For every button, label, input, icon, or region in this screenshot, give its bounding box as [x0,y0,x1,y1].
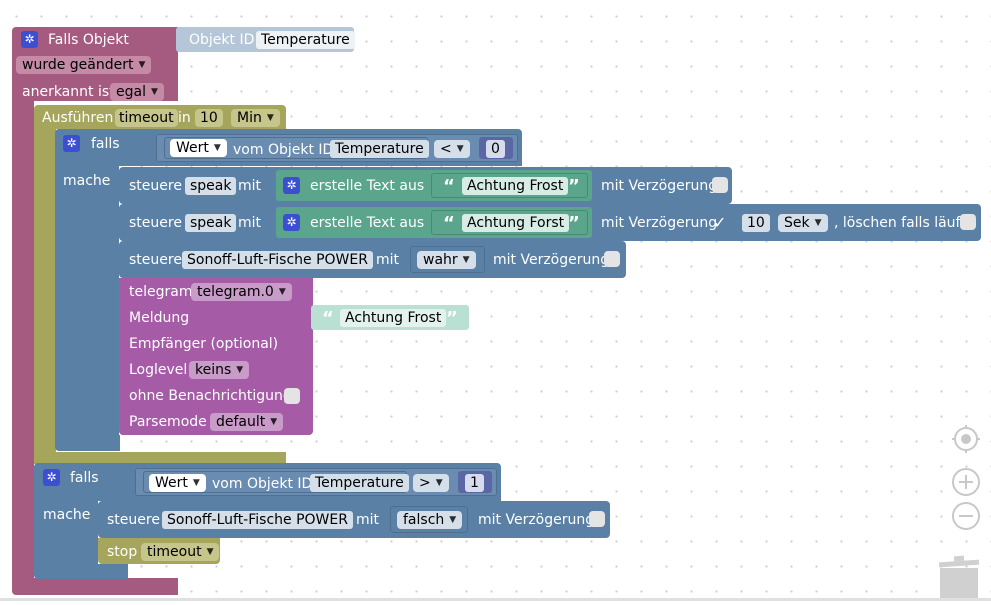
speak-1-control-label: steuere [129,178,182,194]
if-1-mache-label: mache [63,173,111,189]
if-2-mache-label: mache [43,507,91,523]
object-id-field[interactable]: Temperature [256,31,355,49]
if-1-number-field[interactable]: 0 [486,140,505,158]
sonoff-2-value-dropdown[interactable]: falsch▼ [397,511,463,529]
gear-icon[interactable]: ✲ [21,31,38,48]
timeout-block-spine [34,128,56,462]
speak-1-delay-checkbox[interactable] [712,177,728,193]
timeout-value-field[interactable]: 10 [195,109,223,127]
speak-2-control-label: steuere [129,215,182,231]
speak-1-delay-label: mit Verzögerung [601,178,718,194]
timeout-block-bottom [34,452,286,464]
trash-icon[interactable] [937,555,981,601]
zoom-out-icon[interactable] [951,501,981,531]
timeout-unit-dropdown[interactable]: Min▼ [231,109,280,127]
trigger-block-spine [12,100,34,584]
target-icon[interactable] [952,425,980,453]
quote-open-icon: “ [443,213,455,234]
speak-2-delay-label: mit Verzögerung [601,215,718,231]
telegram-parsemode-dropdown[interactable]: default▼ [210,413,284,431]
sonoff-1-value-dropdown[interactable]: wahr▼ [417,251,476,269]
if-2-falls-label: falls [70,470,99,486]
text-1-field[interactable]: Achtung Frost [462,177,569,195]
speak-2-delay-unit-dropdown[interactable]: Sek▼ [778,214,828,232]
ack-dropdown[interactable]: egal▼ [110,83,164,101]
gear-icon[interactable]: ✲ [63,135,80,152]
zoom-in-icon[interactable] [951,467,981,497]
quote-close-icon: ” [568,176,580,197]
sonoff-1-control-label: steuere [129,252,182,268]
text-2-field[interactable]: Achtung Forst [462,214,570,232]
if-2-of-object-label: vom Objekt ID [212,476,313,492]
sonoff-2-delay-checkbox[interactable] [589,511,605,527]
if-1-of-object-label: vom Objekt ID [233,142,334,158]
if-1-falls-label: falls [91,136,120,152]
sonoff-2-with-label: mit [356,512,380,528]
if-2-object-field[interactable]: Temperature [310,474,409,492]
sonoff-1-delay-checkbox[interactable] [604,251,620,267]
telegram-label: telegram [129,284,193,300]
sonoff-2-target-field[interactable]: Sonoff-Luft-Fische POWER [162,511,353,529]
timeout-label: Ausführen [42,110,114,126]
quote-open-icon: “ [443,176,455,197]
sonoff-2-delay-label: mit Verzögerung [478,512,595,528]
if-1-object-field[interactable]: Temperature [330,140,429,158]
speak-1-target-field[interactable]: speak [185,177,237,195]
telegram-silent-checkbox[interactable] [284,388,300,404]
speak-2-with-label: mit [238,215,262,231]
telegram-loglevel-label: Loglevel [129,362,188,378]
stop-label: stop [107,544,138,560]
quote-open-icon: “ [322,308,334,329]
stop-timeout-dropdown[interactable]: timeout▼ [141,543,220,561]
create-text-2-label: erstelle Text aus [310,215,425,231]
ack-label: anerkannt ist [22,84,115,100]
gear-icon[interactable]: ✲ [283,214,300,231]
gear-icon[interactable]: ✲ [283,177,300,194]
if-2-operator-dropdown[interactable]: >▼ [413,474,449,492]
telegram-loglevel-dropdown[interactable]: keins▼ [189,361,250,379]
if-1-value-dropdown[interactable]: Wert▼ [170,139,227,157]
if-2-number-field[interactable]: 1 [465,474,484,492]
speak-2-delay-checkmark[interactable]: ✓ [713,213,727,232]
if-1-operator-dropdown[interactable]: <▼ [434,140,470,158]
speak-2-clear-label: , löschen falls läuft [834,215,966,231]
speak-2-target-field[interactable]: speak [185,214,237,232]
sonoff-1-target-field[interactable]: Sonoff-Luft-Fische POWER [182,251,373,269]
telegram-recipient-label: Empfänger (optional) [129,336,279,352]
telegram-parsemode-label: Parsemode [129,414,207,430]
quote-close-icon: ” [568,213,580,234]
sonoff-1-with-label: mit [376,252,400,268]
create-text-1-label: erstelle Text aus [310,178,425,194]
quote-close-icon: ” [446,308,458,329]
sonoff-2-control-label: steuere [107,512,160,528]
timeout-in-label: in [178,110,191,126]
if-block-1-spine [55,165,119,445]
if-2-value-dropdown[interactable]: Wert▼ [149,474,206,492]
if-block-2-bottom [34,564,128,579]
telegram-silent-label: ohne Benachrichtigung [129,388,292,404]
gear-icon[interactable]: ✲ [43,469,60,486]
horizontal-scrollbar[interactable] [0,598,991,601]
trigger-title: Falls Objekt [48,32,129,48]
speak-1-with-label: mit [238,178,262,194]
if-block-2-spine [34,500,98,570]
telegram-instance-dropdown[interactable]: telegram.0▼ [191,283,292,301]
trigger-change-dropdown[interactable]: wurde geändert▼ [16,56,152,74]
sonoff-1-delay-label: mit Verzögerung [493,252,610,268]
speak-2-delay-value-field[interactable]: 10 [742,214,770,232]
object-id-label: Objekt ID [189,32,255,48]
timeout-name-field[interactable]: timeout [115,109,178,127]
telegram-block[interactable] [119,278,313,435]
speak-2-clear-checkbox[interactable] [960,214,976,230]
trigger-block-bottom [12,578,178,595]
telegram-message-label: Meldung [129,310,190,326]
telegram-message-field[interactable]: Achtung Frost [340,309,447,327]
if-block-1-bottom [55,435,120,451]
